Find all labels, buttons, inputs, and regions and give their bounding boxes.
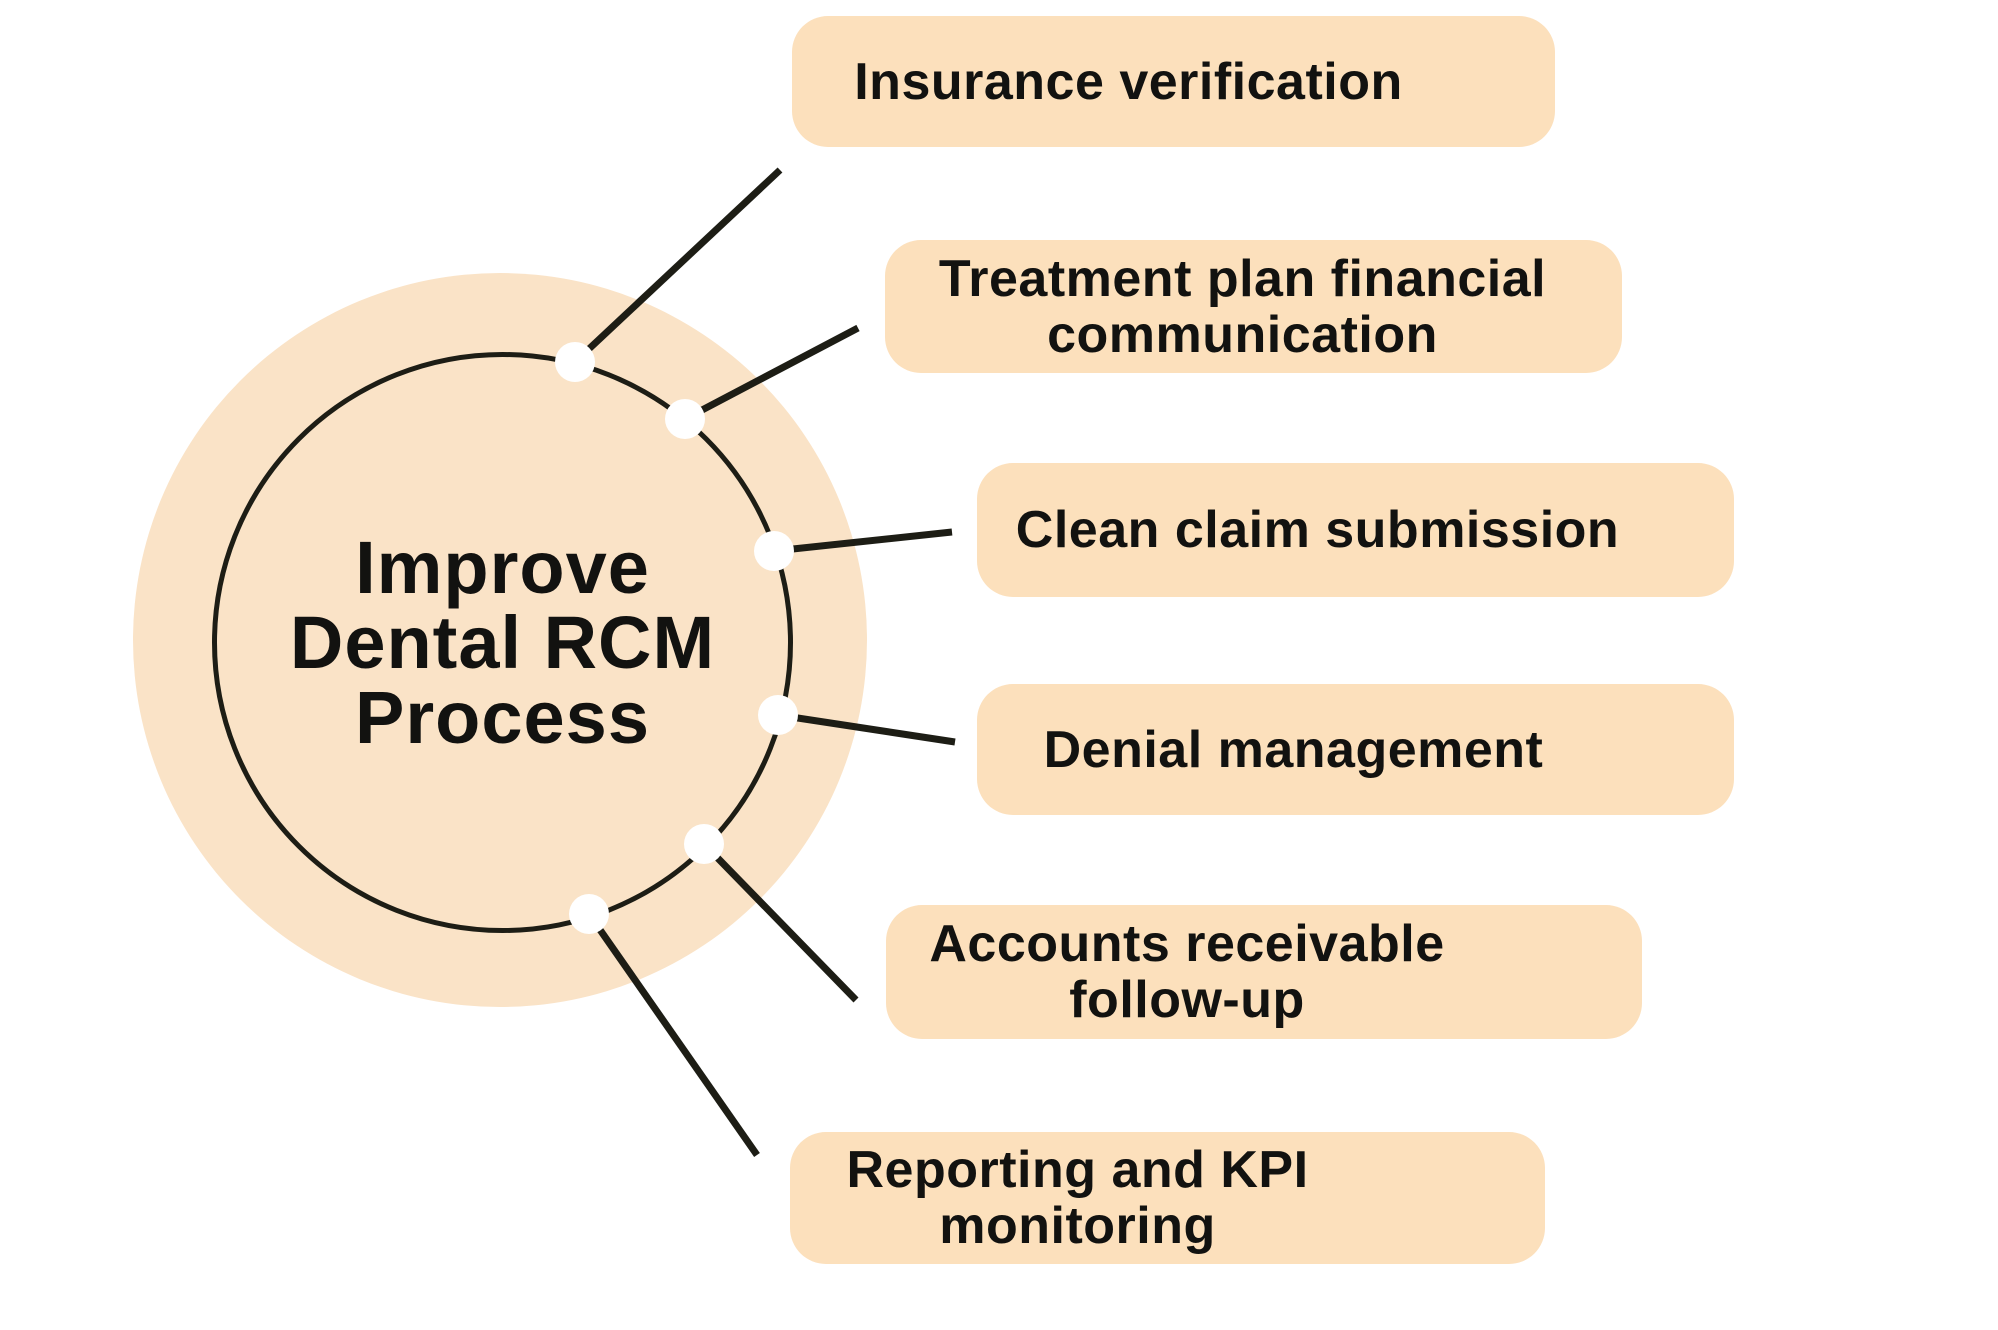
node-box-insurance-verification: Insurance verification <box>792 16 1555 147</box>
connector-line-reporting-kpi <box>586 911 760 1158</box>
connector-line-treatment-plan <box>683 324 860 423</box>
connector-dot-reporting-kpi <box>569 894 609 934</box>
node-label: Clean claim submission <box>1015 501 1620 559</box>
connector-line-accounts-receivable <box>701 841 859 1003</box>
node-box-treatment-plan-financial-communication: Treatment plan financial communication <box>885 240 1622 373</box>
connector-line-clean-claim <box>773 528 953 555</box>
connector-line-insurance-verification <box>572 167 783 365</box>
inner-circle-ring <box>212 352 793 933</box>
node-box-reporting-and-kpi-monitoring: Reporting and KPI monitoring <box>790 1132 1545 1264</box>
node-label: Insurance verification <box>854 52 1403 111</box>
node-label: Reporting and KPI monitoring <box>846 1141 1309 1255</box>
connector-dot-clean-claim <box>754 531 794 571</box>
node-box-clean-claim-submission: Clean claim submission <box>977 463 1734 597</box>
connector-dot-accounts-receivable <box>684 824 724 864</box>
node-box-accounts-receivable-follow-up: Accounts receivable follow-up <box>886 905 1642 1039</box>
connector-dot-treatment-plan <box>665 399 705 439</box>
node-box-denial-management: Denial management <box>977 684 1734 815</box>
connector-dot-denial-management <box>758 695 798 735</box>
node-label: Denial management <box>1043 720 1544 779</box>
node-label: Treatment plan financial communication <box>938 249 1547 364</box>
connector-dot-insurance-verification <box>555 342 595 382</box>
center-title: Improve Dental RCM Process <box>289 526 716 759</box>
connector-line-denial-management <box>777 711 956 746</box>
node-label: Accounts receivable follow-up <box>929 915 1445 1029</box>
